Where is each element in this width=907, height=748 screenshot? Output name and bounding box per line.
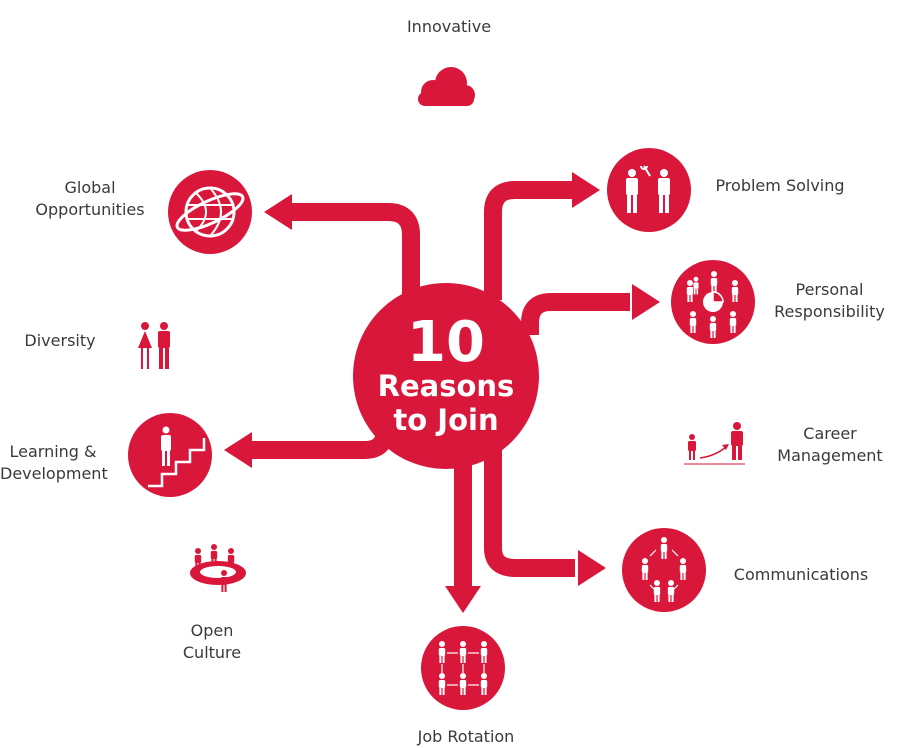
man-woman-icon xyxy=(138,322,170,369)
arrow-to-global xyxy=(290,203,420,300)
label-learning-development: Learning & Development xyxy=(0,442,108,483)
arrowhead-personal xyxy=(632,284,660,320)
stairs-icon xyxy=(128,413,212,497)
label-job-rotation: Job Rotation xyxy=(417,727,515,746)
label-communications: Communications xyxy=(733,565,869,584)
center-circle xyxy=(353,283,539,469)
cloud-icon xyxy=(418,67,475,106)
label-problem-solving: Problem Solving xyxy=(715,176,845,195)
arrow-to-problem xyxy=(484,181,575,300)
label-personal-responsibility: Personal Responsibility xyxy=(774,280,885,321)
label-career-management: Career Management xyxy=(777,424,883,465)
arrow-to-communications xyxy=(484,440,575,577)
arrowhead-communications xyxy=(578,550,606,586)
arrowhead-job-rotation xyxy=(445,586,481,613)
label-innovative: Innovative xyxy=(406,17,492,36)
people-grid-icon xyxy=(421,626,505,710)
wrench-people-icon xyxy=(607,148,691,232)
label-global-opportunities: Global Opportunities xyxy=(35,178,145,219)
people-circle-icon xyxy=(622,528,706,612)
center-number: 10 xyxy=(407,310,485,375)
growth-people-icon xyxy=(684,422,745,465)
arrowhead-global xyxy=(264,194,292,230)
arrowhead-problem xyxy=(572,172,600,208)
meeting-table-icon xyxy=(190,544,246,592)
arrowhead-learning xyxy=(224,432,252,468)
globe-icon xyxy=(168,170,252,254)
pie-people-icon xyxy=(671,260,755,344)
label-open-culture: Open Culture xyxy=(182,621,242,662)
center-line1: Reasons xyxy=(378,369,515,403)
arrow-to-personal xyxy=(521,293,630,335)
label-diversity: Diversity xyxy=(24,331,96,350)
center-line2: to Join xyxy=(393,403,498,437)
